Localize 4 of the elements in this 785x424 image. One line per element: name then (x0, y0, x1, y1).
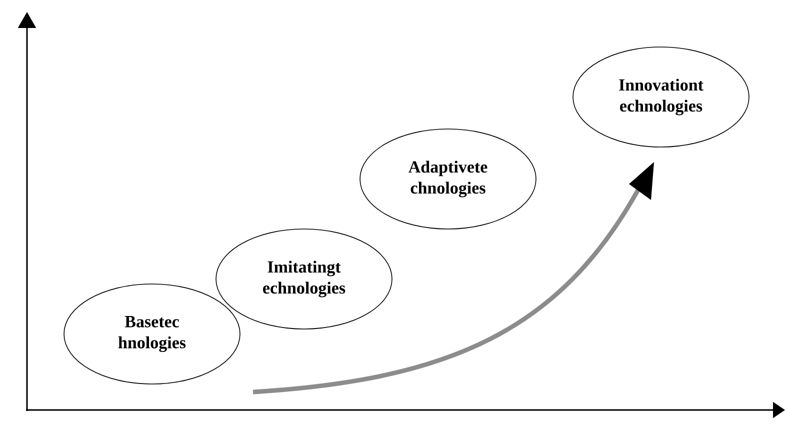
ellipse-node: Basetec hnologies (64, 284, 240, 384)
ellipse-node: Adaptivete chnologies (360, 128, 536, 230)
ellipse-node: Imitatingt echnologies (216, 228, 392, 330)
ellipse-node: Innovationt echnologies (572, 46, 750, 148)
